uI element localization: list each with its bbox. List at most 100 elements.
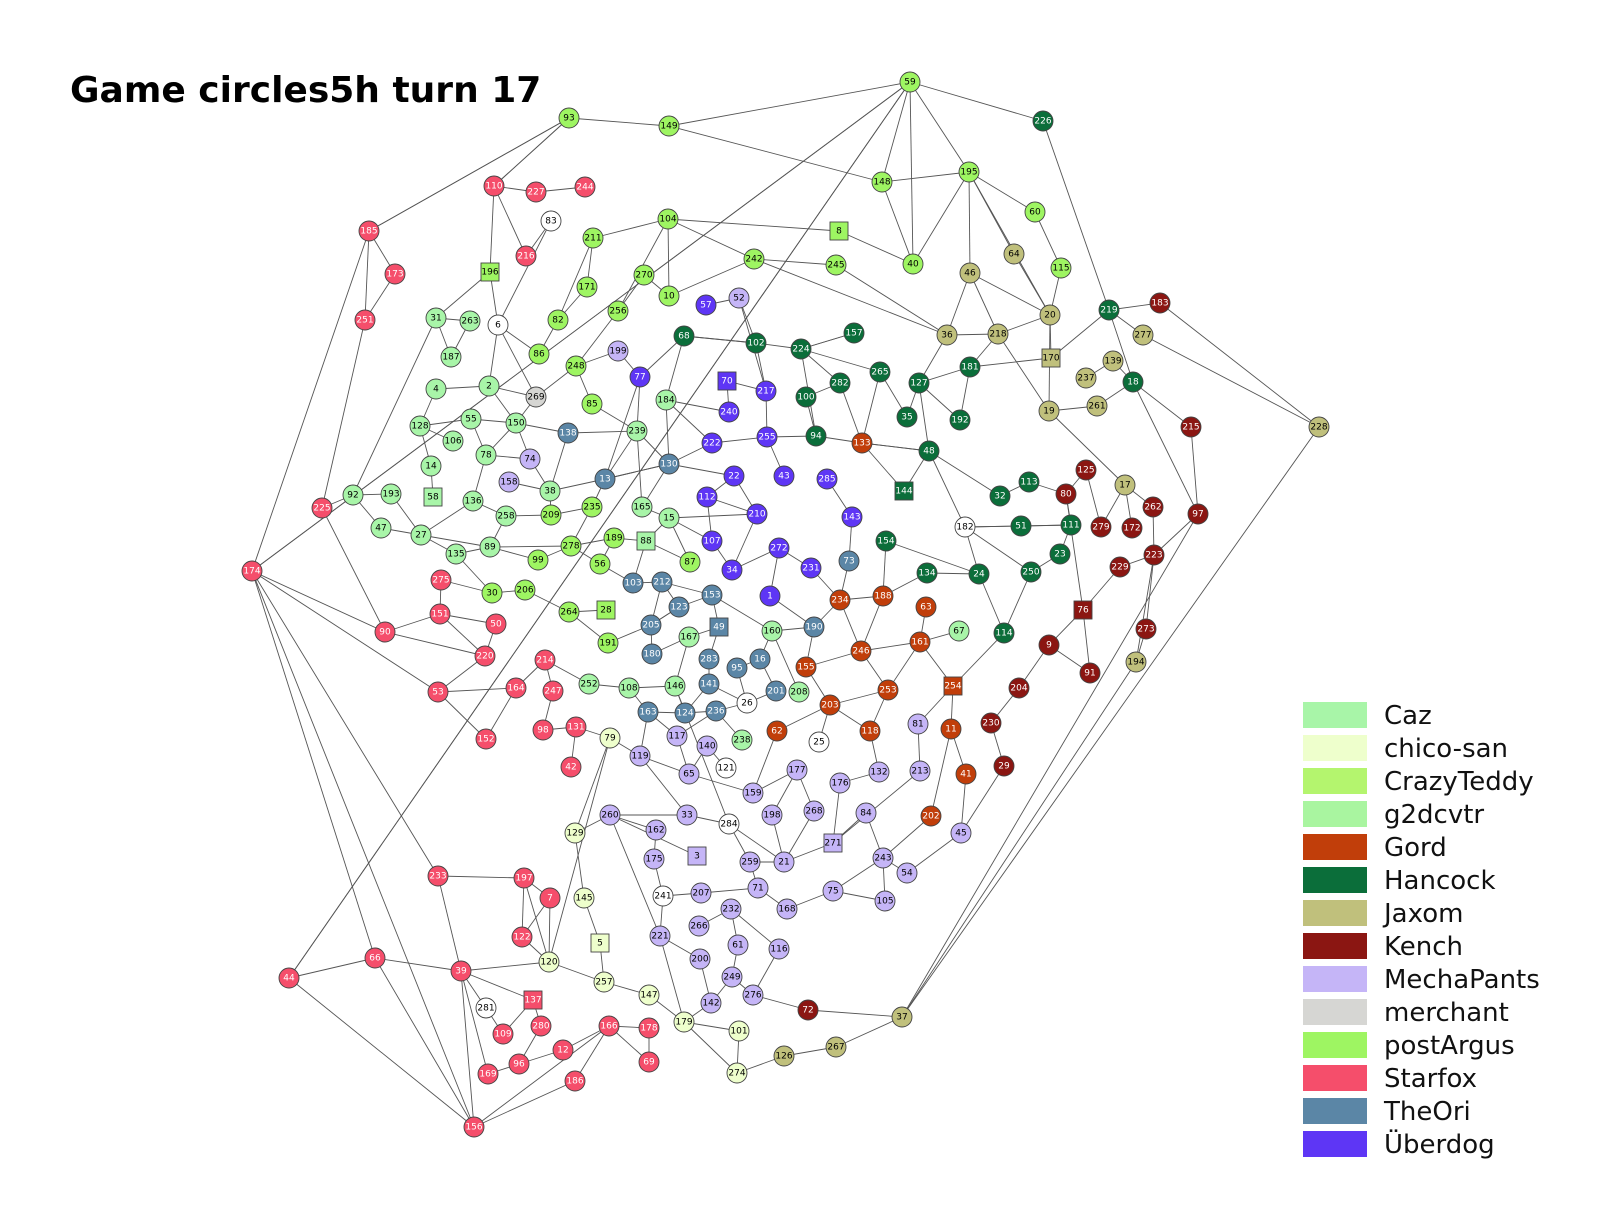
territory-label: 65: [683, 770, 694, 780]
territory-label: 208: [790, 688, 807, 698]
territory-circle: [875, 530, 897, 552]
territory-label: 116: [770, 945, 787, 955]
territory-label: 119: [631, 752, 648, 762]
territory-label: 253: [879, 686, 896, 696]
legend-swatch: [1302, 899, 1368, 927]
territory-node: 105: [874, 890, 896, 912]
territory-node: 220: [474, 645, 496, 667]
territory-circle: [1039, 304, 1061, 326]
territory-node: 166: [598, 1015, 620, 1037]
territory-node: 43: [773, 465, 795, 487]
graph-edge: [548, 897, 551, 963]
graph-edge: [881, 81, 911, 183]
territory-label: 245: [827, 261, 844, 271]
territory-label: 284: [720, 820, 737, 830]
territory-label: 173: [386, 270, 403, 280]
territory-circle: [463, 1116, 485, 1138]
territory-node: 147: [638, 984, 660, 1006]
territory-node: 239: [626, 420, 648, 442]
territory-circle: [731, 729, 753, 751]
territory-label: 126: [775, 1052, 792, 1062]
territory-circle: [920, 805, 942, 827]
territory-label: 41: [960, 770, 971, 780]
territory-node: 36: [936, 324, 958, 346]
territory-node: 194: [1125, 651, 1147, 673]
territory-label: 28: [600, 606, 612, 616]
graph-edge: [1108, 309, 1134, 383]
territory-label: 19: [1043, 407, 1055, 417]
territory-node: 7: [539, 887, 561, 909]
territory-circle: [768, 938, 790, 960]
territory-square: [523, 990, 543, 1010]
graph-edge: [881, 181, 914, 265]
territory-label: 162: [647, 826, 664, 836]
territory-label: 233: [429, 872, 446, 882]
graph-edge: [665, 399, 730, 413]
territory-circle: [622, 572, 644, 594]
territory-node: 200: [689, 948, 711, 970]
territory-node: 57: [695, 294, 717, 316]
territory-circle: [958, 161, 980, 183]
territory-node: 70: [717, 371, 737, 391]
territory-node: 249: [721, 966, 743, 988]
territory-node: 219: [1098, 299, 1120, 321]
territory-label: 104: [659, 215, 676, 225]
territory-circle: [803, 616, 825, 638]
territory-label: 254: [944, 682, 961, 692]
graph-edge: [1135, 554, 1155, 663]
territory-node: 21: [773, 851, 795, 873]
territory-square: [636, 531, 656, 551]
territory-circle: [668, 596, 690, 618]
legend-label: Jaxom: [1384, 899, 1464, 929]
territory-circle: [442, 430, 464, 452]
territory-node: 18: [1122, 371, 1144, 393]
territory-label: 144: [895, 487, 912, 497]
territory-label: 224: [792, 345, 809, 355]
graph-edge: [901, 661, 1137, 1018]
territory-node: 16: [749, 648, 771, 670]
territory-circle: [462, 490, 484, 512]
territory-circle: [594, 468, 616, 490]
territory-label: 34: [726, 566, 738, 576]
territory-node: 278: [560, 535, 582, 557]
territory-label: 216: [517, 252, 534, 262]
territory-node: 40: [902, 253, 924, 275]
territory-label: 209: [542, 511, 559, 521]
territory-node: 181: [959, 356, 981, 378]
territory-circle: [959, 356, 981, 378]
territory-label: 141: [700, 680, 717, 690]
territory-node: 242: [743, 248, 765, 270]
territory-circle: [695, 294, 717, 316]
territory-circle: [968, 563, 990, 585]
territory-circle: [1075, 367, 1097, 389]
legend-label: g2dcvtr: [1384, 800, 1485, 830]
territory-circle: [410, 524, 432, 546]
territory-circle: [552, 1039, 574, 1061]
territory-label: 187: [442, 353, 459, 363]
graph-edge: [668, 463, 735, 477]
territory-label: 79: [604, 734, 616, 744]
territory-label: 249: [723, 973, 740, 983]
territory-label: 135: [447, 550, 464, 560]
territory-label: 240: [720, 408, 737, 418]
territory-label: 266: [690, 922, 707, 932]
graph-edge: [901, 513, 1199, 1018]
territory-node: 97: [1187, 503, 1209, 525]
territory-circle: [278, 967, 300, 989]
territory-node: 50: [485, 613, 507, 635]
territory-node: 52: [728, 287, 750, 309]
graph-edge: [861, 442, 930, 452]
territory-node: 189: [603, 527, 625, 549]
graph-edge: [364, 230, 370, 321]
territory-node: 121: [715, 757, 737, 779]
territory-node: 152: [475, 728, 497, 750]
territory-label: 250: [1022, 568, 1039, 578]
territory-circle: [603, 527, 625, 549]
territory-label: 134: [918, 569, 935, 579]
territory-label: 154: [877, 537, 894, 547]
territory-circle: [429, 603, 451, 625]
territory-node: 188: [872, 585, 894, 607]
territory-node: 89: [479, 536, 501, 558]
territory-node: 185: [358, 220, 380, 242]
graph-edge: [604, 463, 670, 480]
